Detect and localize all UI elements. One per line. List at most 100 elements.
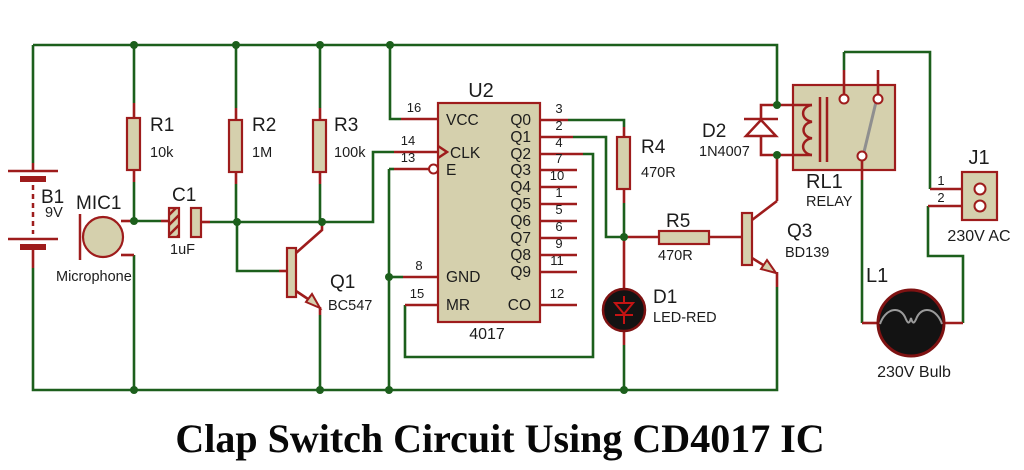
pin-q9-label: Q9 <box>510 264 531 281</box>
pin4-num: 4 <box>555 135 562 150</box>
pin-vcc-label: VCC <box>446 112 479 129</box>
rl1-ref: RL1 <box>806 171 843 193</box>
c1-ref: C1 <box>172 185 196 206</box>
bulb-body-icon <box>876 288 946 358</box>
r1-mic-node-wire <box>132 182 161 223</box>
relay-switch-arm-icon <box>862 100 878 154</box>
pin-mr-label: MR <box>446 297 470 314</box>
battery-value: 9V <box>45 205 63 221</box>
pin12-num: 12 <box>550 286 564 301</box>
d1-ref: D1 <box>653 287 677 308</box>
relay-contact1-icon <box>838 93 850 105</box>
rl1-value: RELAY <box>806 194 853 210</box>
pin-q3-label: Q3 <box>510 162 531 179</box>
r1-ref: R1 <box>150 115 174 136</box>
microphone-mic1: MIC1 Microphone <box>56 193 134 285</box>
c1-value: 1uF <box>170 242 195 258</box>
bottom-ground-rail <box>31 268 779 392</box>
clk-wire <box>322 150 394 224</box>
pin-q7-label: Q7 <box>510 230 531 247</box>
r1-body <box>125 116 142 172</box>
pin5-num: 5 <box>555 202 562 217</box>
battery-ref: B1 <box>41 187 64 208</box>
l1-value: 230V Bulb <box>877 364 951 381</box>
led-d1: D1 LED-RED <box>601 237 717 345</box>
j1-ref: J1 <box>968 147 989 169</box>
q1-collector-lead <box>295 222 324 254</box>
q1-base-wire <box>235 222 279 273</box>
relay-coil-icon <box>801 103 813 157</box>
r4-body <box>615 135 632 191</box>
bulb-l1: L1 230V Bulb <box>862 265 963 381</box>
d2-anode-lead <box>759 136 777 157</box>
r5-value: 470R <box>658 248 693 264</box>
resistor-r5: R5 470R <box>624 211 742 264</box>
junction-dots <box>130 41 781 394</box>
capacitor-c1: C1 1uF <box>161 185 210 258</box>
j1-pin1-num: 1 <box>937 173 944 188</box>
clock-input-icon <box>437 144 450 160</box>
pin8-num: 8 <box>415 258 422 273</box>
pin16-num: 16 <box>407 100 421 115</box>
r5-ref: R5 <box>666 211 690 232</box>
ic-u2: U2 4017 16 14 13 8 15 VCC CLK E GND MR 3… <box>394 80 583 343</box>
transistor-q3: Q3 BD139 <box>740 155 829 287</box>
j1-value: 230V AC <box>947 228 1010 245</box>
pin11-num: 11 <box>550 253 564 268</box>
pin-q2-label: Q2 <box>510 146 531 163</box>
q1-out-wire <box>573 135 624 239</box>
q3-emitter-arrow-icon <box>759 258 779 275</box>
c1-hatch <box>170 209 178 236</box>
ic-ref: U2 <box>468 80 494 102</box>
battery-b1: B1 9V <box>8 163 64 268</box>
pin9-num: 9 <box>555 236 562 251</box>
wires <box>31 43 965 392</box>
q1-ref: Q1 <box>330 272 355 293</box>
connector-j1: 1 2 J1 230V AC <box>928 147 1011 245</box>
r4-ref: R4 <box>641 137 666 158</box>
pin-gnd-label: GND <box>446 269 480 286</box>
pin14-num: 14 <box>401 133 415 148</box>
schematic-title: Clap Switch Circuit Using CD4017 IC <box>175 416 824 461</box>
relay-contact3-icon <box>856 150 868 162</box>
j1-pin2-num: 2 <box>937 190 944 205</box>
pin-e-label: E <box>446 162 456 179</box>
c1-left-plate <box>167 206 181 239</box>
d2-cathode-lead <box>759 103 777 119</box>
r3-body <box>311 118 328 174</box>
pin2-num: 2 <box>555 118 562 133</box>
q3-collector-lead <box>751 199 778 222</box>
c1-right-plate <box>189 206 203 239</box>
q3-value: BD139 <box>785 245 829 261</box>
q3-body <box>740 211 754 267</box>
pin-clk-label: CLK <box>450 145 481 162</box>
pin15-num: 15 <box>410 286 424 301</box>
r2-value: 1M <box>252 145 272 161</box>
microphone-icon <box>81 215 125 259</box>
r1-value: 10k <box>150 145 174 161</box>
d2-ref: D2 <box>702 121 726 142</box>
led-body-icon <box>601 287 647 333</box>
pin1-num: 1 <box>555 185 562 200</box>
vcc-wire <box>388 45 401 121</box>
resistor-r4: R4 470R <box>615 127 676 203</box>
d2-value: 1N4007 <box>699 144 750 160</box>
resistor-r2: R2 1M <box>227 108 276 184</box>
bulb-filament-icon <box>879 308 943 325</box>
r2-body <box>227 118 244 174</box>
pin-q0-label: Q0 <box>510 112 531 129</box>
pin-q5-label: Q5 <box>510 196 531 213</box>
q1-value: BC547 <box>328 298 372 314</box>
j1-pin1-icon <box>973 182 987 196</box>
r2-ref: R2 <box>252 115 276 136</box>
pin-q4-label: Q4 <box>510 179 531 196</box>
j1-body <box>960 170 999 222</box>
pin13-num: 13 <box>401 150 415 165</box>
r4-value: 470R <box>641 165 676 181</box>
pin7-num: 7 <box>555 151 562 166</box>
enable-bubble-icon <box>428 163 439 175</box>
pin10-num: 10 <box>550 168 564 183</box>
diode-d2: D2 1N4007 <box>699 103 779 160</box>
